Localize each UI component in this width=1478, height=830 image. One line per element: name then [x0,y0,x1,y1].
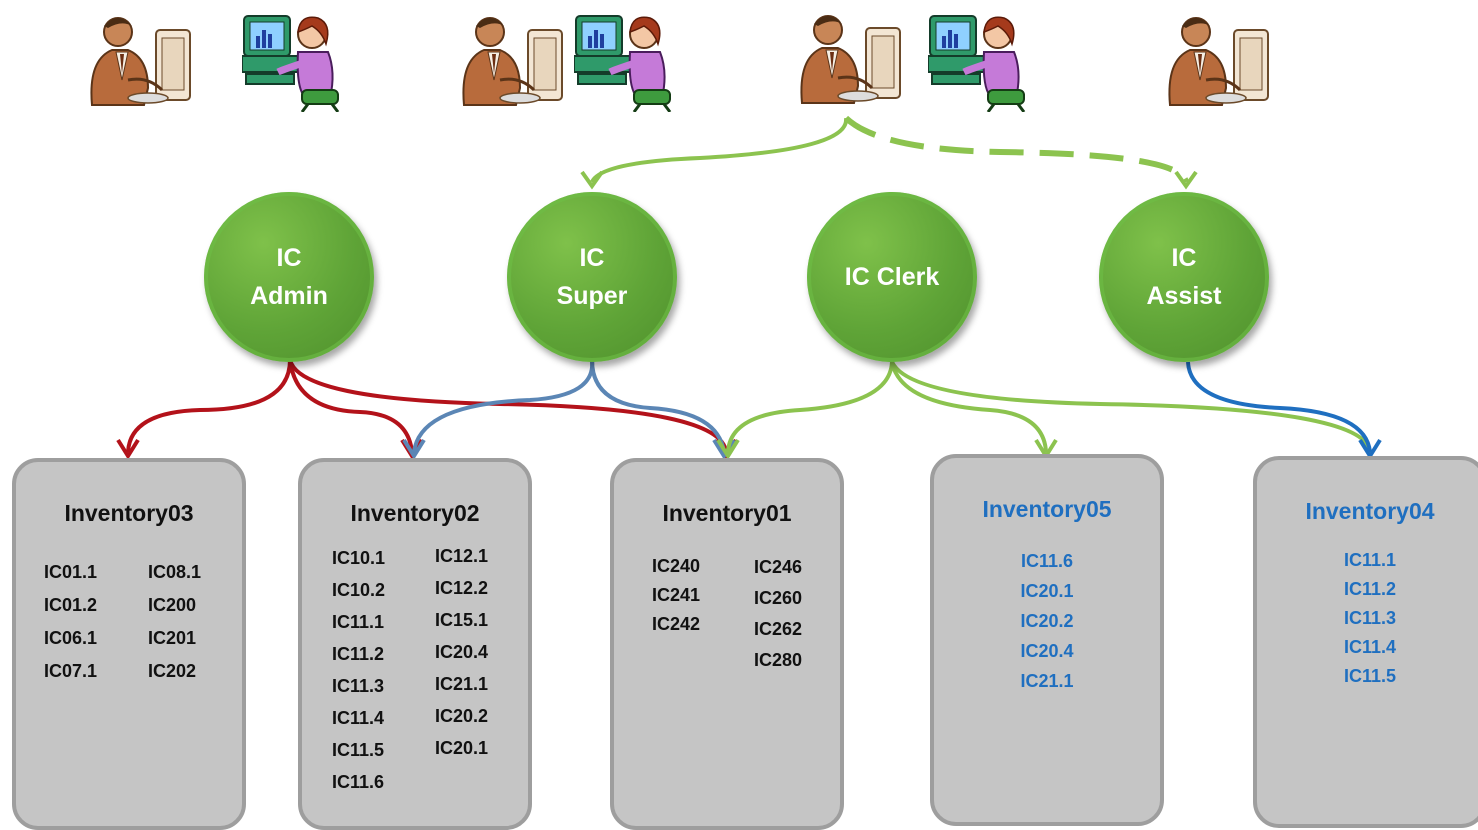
code-item: IC20.4 [1020,641,1074,661]
code-item: IC21.1 [1020,671,1074,691]
arrowhead-icon [716,438,740,460]
code-item: IC12.2 [435,578,489,598]
code-item: IC21.1 [435,674,489,694]
inventory-title: Inventory02 [350,500,480,526]
arrowhead-icon [1174,170,1198,190]
code-item: IC08.1 [148,562,202,582]
arrowhead-icon [580,170,604,190]
role-label: IC Assist [1146,244,1222,310]
code-item: IC262 [754,619,803,639]
code-item: IC10.2 [332,580,386,600]
code-item: IC15.1 [435,610,489,630]
inventory03-codes-col1: IC01.1 IC01.2 IC06.1 IC07.1 [44,556,97,688]
clerk-to-inventory04-link [890,361,1372,453]
businessman-at-computer-icon [800,15,901,104]
inventory02-codes-col1: IC10.1 IC10.2 IC11.1 IC11.2 IC11.3 IC11.… [332,542,385,798]
code-item: IC12.1 [435,546,489,566]
inventory05-codes: IC11.6 IC20.1 IC20.2 IC20.4 IC21.1 [934,546,1160,696]
inventory04-box: Inventory04 IC11.1 IC11.2 IC11.3 IC11.4 … [1253,456,1478,828]
code-item: IC280 [754,650,803,670]
woman-at-computer-icon [928,15,1026,112]
role-ic-admin: IC Admin [204,192,374,362]
admin-to-inventory01-link [288,359,728,453]
inventory01-codes-col2: IC246 IC260 IC262 IC280 [754,552,802,676]
businessman-at-computer-icon [462,17,563,106]
code-item: IC01.1 [44,562,98,582]
code-item: IC260 [754,588,803,608]
inventory-title: Inventory01 [662,500,792,526]
code-item: IC11.2 [1343,579,1397,599]
businessman-at-computer-icon [90,17,191,106]
arrowhead-icon [116,438,140,460]
code-item: IC11.6 [332,772,385,792]
inventory02-codes-col2: IC12.1 IC12.2 IC15.1 IC20.4 IC21.1 IC20.… [435,540,488,764]
assist-to-inventory04-link [1186,361,1372,453]
code-item: IC11.1 [332,612,385,632]
inventory01-codes-col1: IC240 IC241 IC242 [652,552,700,639]
code-item: IC201 [148,628,197,648]
admin-to-inventory03-link [126,359,292,453]
inventory-title: Inventory03 [64,500,194,526]
inventory03-codes-col2: IC08.1 IC200 IC201 IC202 [148,556,201,688]
code-item: IC20.1 [435,738,489,758]
inventory-title: Inventory05 [982,496,1112,522]
code-item: IC07.1 [44,661,98,681]
code-item: IC11.3 [332,676,385,696]
code-item: IC11.6 [1020,551,1074,571]
super-to-inventory02-link [412,359,595,453]
businessman-at-computer-icon [1168,17,1269,106]
code-item: IC11.5 [332,740,385,760]
code-item: IC20.2 [1020,611,1074,631]
code-item: IC10.1 [332,548,386,568]
code-item: IC20.4 [435,642,489,662]
role-ic-clerk: IC Clerk [807,192,977,362]
code-item: IC01.2 [44,595,98,615]
code-item: IC20.2 [435,706,489,726]
code-item: IC246 [754,557,803,577]
code-item: IC200 [148,595,197,615]
admin-to-inventory02-link [288,359,414,453]
code-item: IC242 [652,614,701,634]
role-ic-super: IC Super [507,192,677,362]
role-label: IC Super [556,244,628,310]
code-item: IC06.1 [44,628,98,648]
code-item: IC11.1 [1343,550,1397,570]
role-label: IC Admin [250,244,328,310]
arrowhead-icon [402,438,426,460]
code-item: IC11.2 [332,644,385,664]
code-item: IC202 [148,661,197,681]
code-item: IC11.5 [1343,666,1397,686]
inventory-title: Inventory04 [1305,498,1435,524]
inventory01-box: Inventory01 IC240 IC241 IC242 IC246 IC26… [610,458,844,830]
code-item: IC11.4 [332,708,385,728]
inventory05-box: Inventory05 IC11.6 IC20.1 IC20.2 IC20.4 … [930,454,1164,826]
code-item: IC240 [652,556,701,576]
woman-at-computer-icon [574,15,672,112]
code-item: IC241 [652,585,701,605]
user-to-assist-dashed-arrow [843,115,1189,184]
clerk-to-inventory01-link [726,361,894,453]
code-item: IC11.3 [1343,608,1397,628]
role-ic-assist: IC Assist [1099,192,1269,362]
woman-at-computer-icon [242,15,340,112]
user-to-super-arrow [590,117,849,184]
role-label: IC Clerk [844,263,940,291]
inventory03-box: Inventory03 IC01.1 IC01.2 IC06.1 IC07.1 … [12,458,246,830]
clerk-to-inventory05-link [890,361,1048,453]
code-item: IC20.1 [1020,581,1074,601]
inventory04-codes: IC11.1 IC11.2 IC11.3 IC11.4 IC11.5 [1257,546,1478,691]
code-item: IC11.4 [1343,637,1397,657]
inventory02-box: Inventory02 IC10.1 IC10.2 IC11.1 IC11.2 … [298,458,532,830]
super-to-inventory01-link [590,359,726,453]
